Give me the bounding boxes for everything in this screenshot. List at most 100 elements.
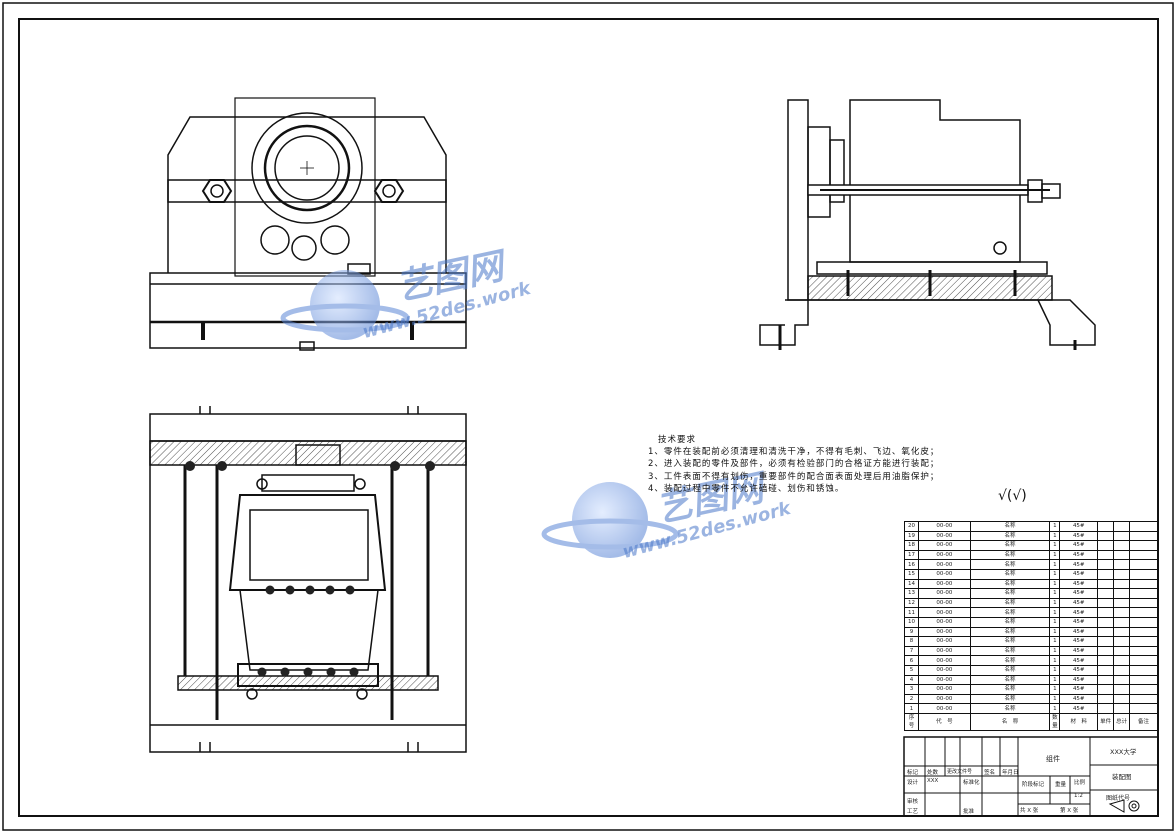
process-label: 工艺	[907, 809, 919, 815]
bom-cell-mat: 45#	[1059, 540, 1099, 551]
bom-cell-name: 名称	[969, 607, 1051, 618]
bom-cell-code: 00-00	[917, 616, 971, 628]
bom-cell-empty	[1097, 664, 1115, 676]
bom-cell-empty	[1113, 626, 1131, 638]
bom-cell-empty	[1129, 645, 1158, 657]
bom-cell-empty	[1097, 684, 1115, 695]
bom-cell-mat: 45#	[1059, 588, 1099, 599]
weight-label: 重量	[1055, 782, 1067, 788]
bom-cell-empty	[1129, 616, 1158, 628]
bom-cell-code: 00-00	[917, 597, 971, 609]
bom-cell-no: 4	[904, 674, 919, 686]
designer: XXX	[927, 778, 939, 784]
bom-cell-no: 7	[904, 645, 919, 657]
bom-cell-code: 00-00	[917, 664, 971, 676]
bom-cell-mat: 45#	[1059, 674, 1099, 686]
bom-cell-name: 名称	[969, 521, 1051, 532]
bom-cell-mat: 45#	[1059, 549, 1099, 561]
bom-cell-no: 18	[904, 540, 919, 551]
bom-cell-code: 00-00	[917, 703, 971, 714]
bom-cell-mat: 45#	[1059, 597, 1099, 609]
bom-cell-empty	[1113, 684, 1131, 695]
bom-cell-empty	[1129, 540, 1158, 551]
top-view	[149, 406, 467, 753]
bom-cell-empty	[1129, 530, 1158, 542]
bom-cell-no: 11	[904, 607, 919, 618]
bom-header-row: 序号代 号名 称数量材 料单件总计备注	[904, 712, 1158, 731]
bom-cell-qty: 1	[1049, 684, 1061, 695]
bom-cell-empty	[1097, 626, 1115, 638]
bom-cell-code: 00-00	[917, 578, 971, 590]
bom-header-name: 名 称	[969, 712, 1051, 731]
bom-cell-qty: 1	[1049, 626, 1061, 638]
bom-cell-no: 9	[904, 626, 919, 638]
bom-cell-no: 10	[904, 616, 919, 628]
bom-cell-empty	[1129, 549, 1158, 561]
bom-cell-empty	[1097, 616, 1115, 628]
bom-cell-empty	[1113, 588, 1131, 599]
bom-cell-mat: 45#	[1059, 645, 1099, 657]
bom-cell-empty	[1113, 530, 1131, 542]
bom-cell-mat: 45#	[1059, 684, 1099, 695]
rev-date-label: 年月日	[1002, 770, 1019, 776]
bom-cell-empty	[1113, 655, 1131, 666]
bom-cell-empty	[1129, 655, 1158, 666]
bom-cell-name: 名称	[969, 645, 1051, 657]
bom-cell-code: 00-00	[917, 588, 971, 599]
bom-cell-mat: 45#	[1059, 559, 1099, 570]
bom-cell-no: 12	[904, 597, 919, 609]
bom-cell-empty	[1129, 607, 1158, 618]
bom-cell-empty	[1097, 530, 1115, 542]
bom-cell-name: 名称	[969, 626, 1051, 638]
surface-roughness-symbol: √(√)	[998, 488, 1027, 504]
bom-cell-empty	[1129, 684, 1158, 695]
projection-symbol-icon	[1108, 799, 1140, 813]
bom-cell-empty	[1129, 693, 1158, 705]
bom-cell-mat: 45#	[1059, 703, 1099, 714]
bom-cell-name: 名称	[969, 636, 1051, 647]
bom-cell-name: 名称	[969, 540, 1051, 551]
rev-sign-label: 签名	[984, 770, 996, 776]
bom-cell-qty: 1	[1049, 607, 1061, 618]
bom-cell-code: 00-00	[917, 559, 971, 570]
bom-cell-name: 名称	[969, 616, 1051, 628]
bom-cell-empty	[1113, 703, 1131, 714]
bom-cell-empty	[1113, 559, 1131, 570]
bom-cell-code: 00-00	[917, 568, 971, 580]
bom-cell-empty	[1113, 578, 1131, 590]
scale-value: 1:2	[1074, 793, 1083, 799]
bom-cell-empty	[1129, 664, 1158, 676]
bom-cell-empty	[1097, 674, 1115, 686]
bom-cell-name: 名称	[969, 674, 1051, 686]
bom-cell-name: 名称	[969, 664, 1051, 676]
bom-cell-code: 00-00	[917, 655, 971, 666]
bom-header-qty: 数量	[1049, 712, 1061, 731]
bom-cell-no: 15	[904, 568, 919, 580]
bom-cell-no: 16	[904, 559, 919, 570]
note-item: 3、工件表面不得有划伤，重要部件的配合面表面处理后用油脂保护；	[648, 471, 940, 482]
std-label: 标准化	[963, 780, 980, 786]
bom-cell-qty: 1	[1049, 588, 1061, 599]
bom-cell-name: 名称	[969, 530, 1051, 542]
watermark-globe-icon	[541, 482, 679, 558]
school-label: XXX大学	[1110, 748, 1137, 756]
bom-cell-name: 名称	[969, 684, 1051, 695]
bom-cell-qty: 1	[1049, 597, 1061, 609]
bom-cell-code: 00-00	[917, 636, 971, 647]
bom-cell-empty	[1097, 588, 1115, 599]
bom-cell-empty	[1097, 549, 1115, 561]
sheet-number: 第 X 张	[1060, 808, 1079, 814]
bom-cell-name: 名称	[969, 703, 1051, 714]
bom-cell-qty: 1	[1049, 703, 1061, 714]
bom-cell-name: 名称	[969, 655, 1051, 666]
bom-cell-code: 00-00	[917, 540, 971, 551]
